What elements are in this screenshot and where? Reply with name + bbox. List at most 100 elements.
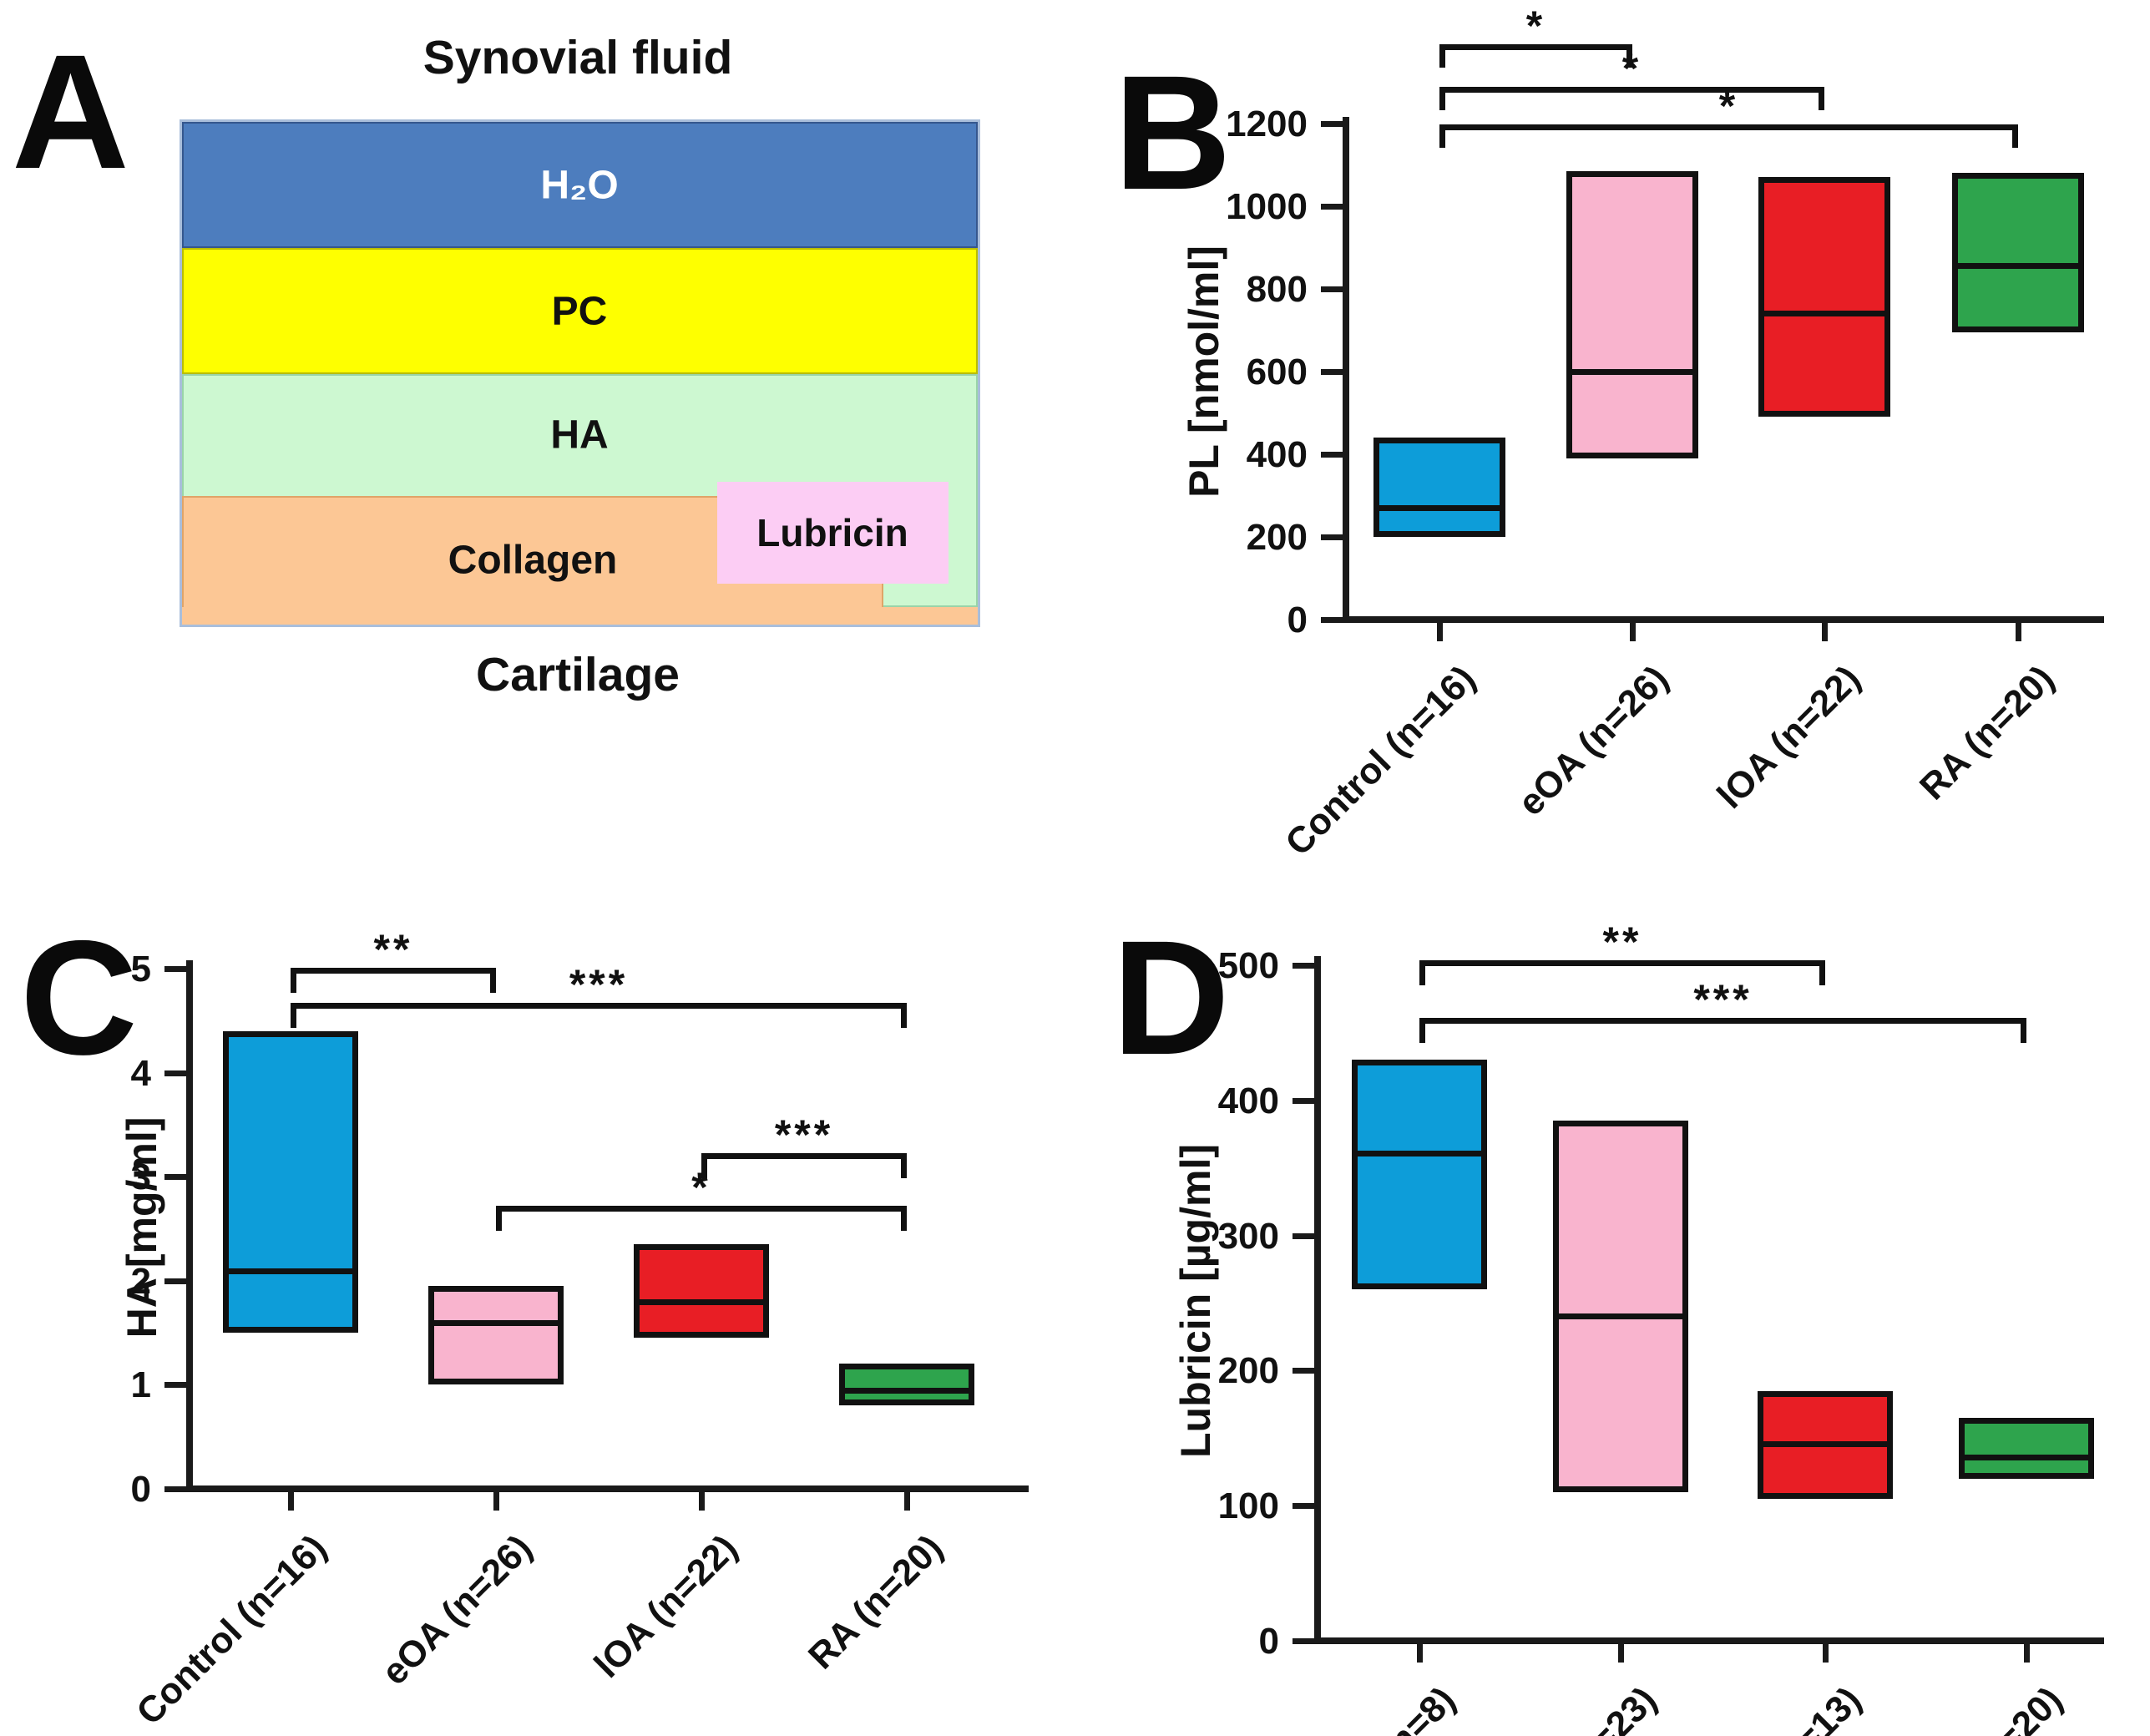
median-line: [1379, 504, 1500, 511]
y-tick-label: 200: [1246, 517, 1308, 558]
label-ha: HA: [550, 412, 609, 458]
significance-stars: ***: [569, 960, 629, 1008]
x-tick: [1437, 623, 1443, 641]
significance-bracket: [1439, 86, 1824, 110]
y-tick-label: 400: [1246, 434, 1308, 475]
panel-a-letter: A: [12, 21, 129, 203]
synovial-fluid-diagram: H₂O PC HA Collagen Lubricin: [180, 119, 980, 627]
median-line: [1559, 1313, 1682, 1319]
layer-pc: [182, 248, 978, 374]
panel-b-letter: B: [1114, 42, 1232, 224]
significance-stars: *: [1525, 3, 1546, 50]
box-eoa: [1553, 1121, 1688, 1492]
x-tick: [1823, 1644, 1829, 1663]
box-control: [223, 1030, 358, 1334]
median-line: [229, 1268, 352, 1275]
y-tick-label: 400: [1217, 1080, 1279, 1121]
y-tick-label: 500: [1217, 945, 1279, 986]
box-eoa: [1566, 170, 1698, 458]
x-tick: [2024, 1644, 2030, 1663]
y-tick: [1321, 534, 1343, 540]
y-axis-line: [1343, 117, 1349, 623]
layer-h2o: [182, 122, 978, 248]
y-tick: [164, 1486, 186, 1492]
x-axis-line: [1343, 616, 2104, 623]
median-line: [434, 1320, 558, 1327]
box-loa: [634, 1244, 769, 1339]
median-line: [1358, 1151, 1481, 1157]
y-tick-label: 1200: [1226, 104, 1308, 144]
y-tick: [1321, 369, 1343, 375]
y-tick: [1293, 1368, 1314, 1374]
y-tick-label: 800: [1246, 269, 1308, 310]
x-category-label: Control (n=8): [1094, 1679, 1463, 1736]
y-tick: [1293, 1232, 1314, 1239]
y-tick-label: 600: [1246, 352, 1308, 392]
x-category-label: lOA (n=13): [1500, 1679, 1869, 1736]
box-eoa: [428, 1286, 564, 1385]
x-tick: [699, 1492, 705, 1511]
box-ra: [839, 1364, 974, 1406]
significance-stars: *: [691, 1163, 711, 1211]
box-ra: [1952, 173, 2084, 332]
y-tick-label: 0: [130, 1469, 151, 1510]
y-tick: [164, 1382, 186, 1389]
significance-stars: **: [1602, 918, 1642, 965]
x-tick: [288, 1492, 294, 1511]
x-tick: [1618, 1644, 1624, 1663]
panel-a-cartilage-label: Cartilage: [476, 648, 680, 701]
y-axis-title: Lubricin [µg/ml]: [1172, 1143, 1219, 1459]
label-h2o: H₂O: [540, 163, 619, 208]
x-tick: [493, 1492, 499, 1511]
box-control: [1373, 438, 1505, 537]
y-axis-line: [1314, 956, 1321, 1644]
x-tick: [904, 1492, 910, 1511]
y-tick-label: 4: [130, 1052, 151, 1094]
y-tick-label: 1000: [1226, 186, 1308, 227]
median-line: [640, 1299, 763, 1306]
y-tick-label: 5: [130, 949, 151, 989]
median-line: [1763, 1441, 1887, 1448]
label-lubricin: Lubricin: [756, 511, 908, 554]
x-category-label: eOA (n=23): [1295, 1679, 1665, 1736]
layer-collagen-strip: [182, 607, 978, 625]
significance-bracket: [1419, 1018, 2026, 1044]
y-tick: [1293, 1503, 1314, 1510]
y-tick: [1321, 617, 1343, 623]
box-loa: [1758, 1390, 1893, 1500]
x-category-label: RA (n=20): [1701, 1679, 2071, 1736]
lubricin-overlay-box: [717, 482, 949, 584]
y-tick-label: 2: [130, 1260, 151, 1302]
box-loa: [1758, 177, 1890, 418]
x-tick: [2016, 623, 2021, 641]
significance-stars: **: [373, 926, 413, 974]
y-tick: [1321, 121, 1343, 127]
y-tick: [1321, 452, 1343, 458]
y-tick-label: 0: [1258, 1621, 1279, 1662]
x-axis-line: [1314, 1637, 2104, 1644]
y-tick: [164, 966, 186, 972]
y-tick: [164, 1070, 186, 1076]
box-ra: [1959, 1418, 2094, 1479]
median-line: [1764, 311, 1884, 317]
y-tick: [1293, 1097, 1314, 1104]
y-tick: [164, 1278, 186, 1284]
y-tick: [1293, 1638, 1314, 1644]
panel-c-letter: C: [20, 907, 138, 1089]
significance-bracket: [1439, 124, 2018, 148]
significance-stars: *: [1621, 44, 1642, 92]
significance-bracket: [701, 1153, 907, 1179]
y-tick-label: 3: [130, 1156, 151, 1198]
significance-stars: *: [1718, 82, 1739, 129]
y-tick-label: 0: [1287, 600, 1308, 640]
panel-d-letter: D: [1112, 907, 1230, 1089]
x-axis-line: [186, 1485, 1029, 1492]
median-line: [845, 1388, 969, 1394]
y-tick-label: 1: [130, 1364, 151, 1406]
panel-a-title: Synovial fluid: [422, 31, 733, 84]
label-pc: PC: [551, 289, 608, 334]
